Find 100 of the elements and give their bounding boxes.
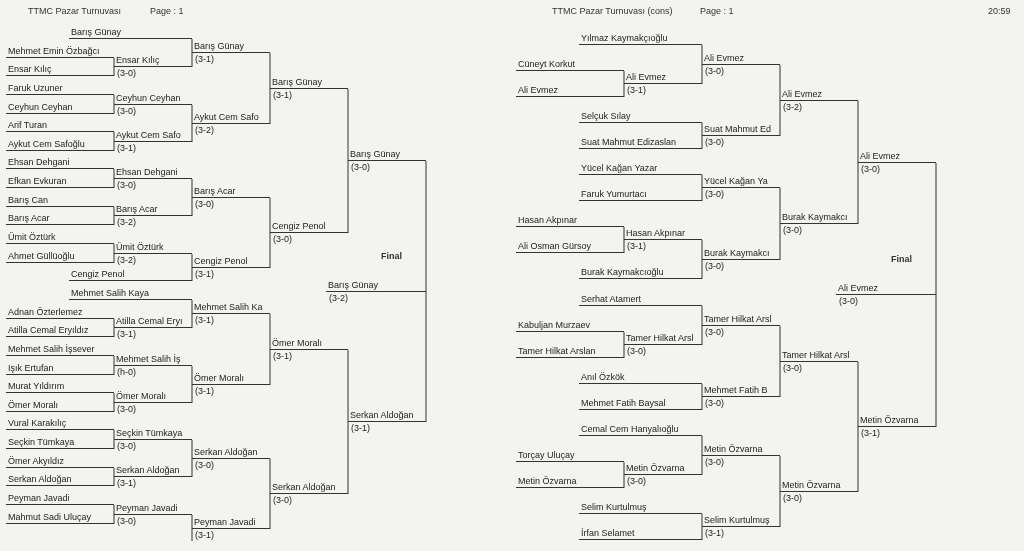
player-name: Ehsan Dehgani bbox=[115, 167, 178, 177]
match-score: (3-1) bbox=[117, 329, 136, 339]
match-score: (3-0) bbox=[627, 476, 646, 486]
player-name: Peyman Javadi bbox=[7, 493, 70, 503]
bracket-line bbox=[779, 491, 781, 528]
bracket-slot bbox=[6, 213, 114, 225]
player-name: Hasan Akpınar bbox=[517, 215, 578, 225]
player-name: Ali Evmez bbox=[517, 85, 558, 95]
bracket-line bbox=[191, 267, 193, 282]
bracket-slot bbox=[624, 228, 702, 240]
player-name: Barış Günay bbox=[327, 280, 379, 290]
player-name: Murat Yıldırım bbox=[7, 381, 65, 391]
bracket-slot bbox=[516, 85, 624, 97]
bracket-slot bbox=[702, 314, 780, 326]
player-name: Metin Özvarna bbox=[625, 463, 685, 473]
bracket-slot bbox=[6, 474, 114, 486]
bracket-line bbox=[857, 426, 859, 493]
player-name: Serkan Aldoğan bbox=[271, 482, 336, 492]
bracket-slot bbox=[348, 410, 426, 422]
bracket-line bbox=[191, 458, 193, 478]
match-score: (3-0) bbox=[117, 180, 136, 190]
bracket-slot bbox=[579, 137, 702, 149]
bracket-slot bbox=[780, 212, 858, 224]
bracket-line bbox=[269, 313, 271, 351]
match-score: (3-0) bbox=[705, 398, 724, 408]
bracket-line bbox=[113, 355, 115, 367]
bracket-line bbox=[113, 476, 115, 487]
match-score: (3-0) bbox=[705, 66, 724, 76]
match-score: (3-2) bbox=[117, 255, 136, 265]
player-name: Ceyhun Ceyhan bbox=[115, 93, 181, 103]
bracket-slot bbox=[836, 283, 936, 295]
bracket-slot bbox=[270, 221, 348, 233]
bracket-slot bbox=[6, 456, 114, 468]
bracket-slot bbox=[6, 512, 114, 524]
bracket-slot bbox=[192, 447, 270, 459]
bracket-line bbox=[113, 215, 115, 226]
bracket-slot bbox=[192, 302, 270, 314]
bracket-line bbox=[347, 88, 349, 162]
match-score: (3-0) bbox=[783, 493, 802, 503]
bracket-line bbox=[113, 504, 115, 516]
player-name: Metin Özvarna bbox=[703, 444, 763, 454]
match-score: (3-0) bbox=[783, 363, 802, 373]
player-name: Peyman Javadi bbox=[115, 503, 178, 513]
bracket-slot bbox=[114, 167, 192, 179]
match-score: (3-0) bbox=[351, 162, 370, 172]
bracket-line bbox=[113, 439, 115, 450]
bracket-slot bbox=[6, 307, 114, 319]
bracket-slot bbox=[579, 163, 702, 175]
bracket-slot bbox=[6, 195, 114, 207]
bracket-line bbox=[347, 421, 349, 495]
bracket-line bbox=[269, 349, 271, 386]
player-name: Ahmet Güllüoğlu bbox=[7, 251, 75, 261]
player-name: Barış Acar bbox=[115, 204, 158, 214]
player-name: Seçkin Tümkaya bbox=[115, 428, 183, 438]
bracket-slot bbox=[780, 480, 858, 492]
bracket-line bbox=[779, 455, 781, 493]
bracket-line bbox=[701, 513, 703, 528]
player-name: Ehsan Dehgani bbox=[7, 157, 70, 167]
bracket-slot bbox=[780, 89, 858, 101]
page-header: TTMC Pazar Turnuvası bbox=[28, 6, 122, 17]
bracket-line bbox=[191, 38, 193, 54]
bracket-slot bbox=[702, 444, 780, 456]
bracket-slot bbox=[6, 493, 114, 505]
bracket-line bbox=[191, 528, 193, 542]
match-score: (3-0) bbox=[195, 199, 214, 209]
bracket-slot bbox=[6, 83, 114, 95]
player-name: Ömer Moralı bbox=[7, 400, 58, 410]
match-score: (3-0) bbox=[273, 495, 292, 505]
bracket-slot bbox=[579, 424, 702, 436]
bracket-slot bbox=[702, 248, 780, 260]
bracket-slot bbox=[780, 350, 858, 362]
bracket-line bbox=[269, 52, 271, 90]
bracket-slot bbox=[6, 157, 114, 169]
bracket-slot bbox=[579, 372, 702, 384]
player-name: Ensar Kılıç bbox=[7, 64, 52, 74]
match-score: (h-0) bbox=[117, 367, 136, 377]
bracket-line bbox=[113, 392, 115, 404]
bracket-slot bbox=[192, 517, 270, 529]
bracket-line bbox=[113, 514, 115, 525]
player-name: Selçuk Sılay bbox=[580, 111, 631, 121]
player-name: Atilla Cemal Eryıldız bbox=[7, 325, 89, 335]
bracket-slot bbox=[114, 354, 192, 366]
player-name: Aykut Cem Safo bbox=[115, 130, 181, 140]
bracket-line bbox=[623, 344, 625, 359]
bracket-slot bbox=[702, 176, 780, 188]
bracket-slot bbox=[6, 437, 114, 449]
bracket-slot bbox=[858, 151, 936, 163]
player-name: Torçay Uluçay bbox=[517, 450, 575, 460]
bracket-line bbox=[779, 187, 781, 225]
match-score: (3-1) bbox=[195, 269, 214, 279]
bracket-slot bbox=[6, 232, 114, 244]
match-score: (3-0) bbox=[195, 460, 214, 470]
bracket-line bbox=[269, 493, 271, 530]
bracket-slot bbox=[6, 102, 114, 114]
player-name: Ali Evmez bbox=[625, 72, 666, 82]
match-score: (3-1) bbox=[117, 143, 136, 153]
round-heading: Final bbox=[381, 251, 402, 262]
bracket-slot bbox=[579, 111, 702, 123]
player-name: Metin Özvarna bbox=[859, 415, 919, 425]
bracket-slot bbox=[516, 450, 624, 462]
